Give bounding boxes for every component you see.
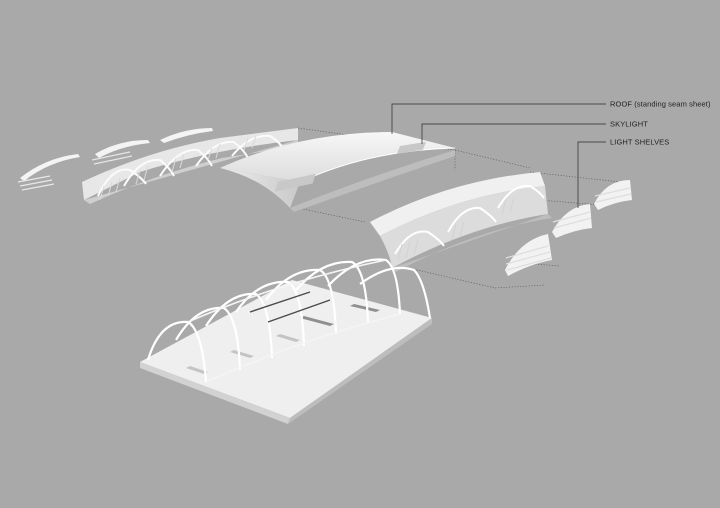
light-shelves-module [370,172,552,272]
callout-roof: ROOF (standing seam sheet) [391,100,711,134]
shelf-fragment-3 [160,128,213,143]
shelf-fragment-2 [91,140,150,165]
callout-label-roof: ROOF (standing seam sheet) [610,100,711,109]
callout-skylight: SKYLIGHT [421,120,648,144]
structural-frame-with-base-slab [140,258,432,424]
skylight-panel [396,141,427,154]
roof-standing-seam-sheet [220,132,456,212]
callout-label-skylight: SKYLIGHT [610,120,648,129]
roof-rib-array [82,128,298,204]
callout-light-shelves: LIGHT SHELVES [577,138,669,208]
detached-shelf-blades [505,180,632,276]
shelf-fragment-1 [17,154,80,191]
skylight-panel [274,173,316,192]
loose-light-shelf-fragments [17,128,213,191]
callout-label-light-shelves: LIGHT SHELVES [610,138,669,147]
